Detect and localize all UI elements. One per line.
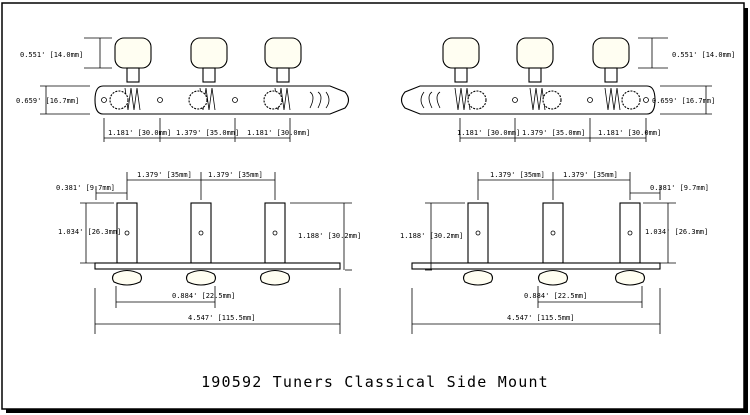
string-post-1 [467, 202, 489, 264]
screw-hole [643, 97, 649, 103]
bottom-left-view: 1.379' [35mm] 1.379' [35mm] 0.381' [9.7m… [56, 171, 361, 334]
drawing-title: 190592 Tuners Classical Side Mount [201, 373, 549, 391]
end-scroll [309, 91, 330, 109]
tuner-key-3 [264, 37, 302, 69]
post-spacing-1-label: 1.379' [35mm] [490, 171, 545, 179]
side-plate [94, 262, 341, 270]
side-key-2 [185, 269, 217, 286]
edge-offset-label: 0.381' [9.7mm] [650, 184, 709, 192]
key-height-label: 0.551' [14.0mm] [672, 51, 735, 59]
side-key-1 [111, 269, 143, 286]
tuner-key-3 [592, 37, 630, 69]
post-height-label: 1.034' [26.3mm] [58, 228, 121, 236]
top-right-view: 0.551' [14.0mm] 0.659' [16.7mm] 1.181' [… [400, 37, 735, 142]
spacing-2-label: 1.379' [35.0mm] [522, 129, 585, 137]
shaft-1 [126, 67, 140, 83]
side-key-1 [462, 269, 494, 286]
gear-3 [263, 90, 283, 110]
side-key-3 [614, 269, 646, 286]
shaft-3 [276, 67, 290, 83]
post-spacing-2-label: 1.379' [35mm] [208, 171, 263, 179]
screw-hole [512, 97, 518, 103]
gear-3 [621, 90, 641, 110]
spacing-1-label: 1.181' [30.0mm] [457, 129, 520, 137]
post-hole [124, 230, 130, 236]
shaft-2 [202, 67, 216, 83]
side-plate [411, 262, 661, 270]
overall-height-label: 1.188' [30.2mm] [400, 232, 463, 240]
post-hole [475, 230, 481, 236]
gear-1 [467, 90, 487, 110]
key-span-label: 0.884' [22.5mm] [524, 292, 587, 300]
side-key-2 [537, 269, 569, 286]
post-hole [198, 230, 204, 236]
base-plate [400, 85, 656, 115]
shaft-2 [528, 67, 542, 83]
spacing-2-label: 1.379' [35.0mm] [176, 129, 239, 137]
gear-2 [542, 90, 562, 110]
screw-hole [157, 97, 163, 103]
string-post-2 [542, 202, 564, 264]
top-left-view: 0.551' [14.0mm] 0.659' [16.7mm] 1.181' [… [16, 37, 350, 142]
spacing-1-label: 1.181' [30.0mm] [108, 129, 171, 137]
string-post-3 [619, 202, 641, 264]
screw-hole [587, 97, 593, 103]
post-hole [272, 230, 278, 236]
key-height-label: 0.551' [14.0mm] [20, 51, 83, 59]
edge-offset-label: 0.381' [9.7mm] [56, 184, 115, 192]
side-key-3 [259, 269, 291, 286]
overall-length-label: 4.547' [115.5mm] [188, 314, 255, 322]
end-scroll [420, 91, 441, 109]
spacing-3-label: 1.181' [30.0mm] [247, 129, 310, 137]
post-height-label: 1.034' [26.3mm] [645, 228, 708, 236]
gear-1 [109, 90, 129, 110]
string-post-2 [190, 202, 212, 264]
tuner-key-1 [114, 37, 152, 69]
key-span-label: 0.884' [22.5mm] [172, 292, 235, 300]
screw-hole [101, 97, 107, 103]
overall-length-label: 4.547' [115.5mm] [507, 314, 574, 322]
screw-hole [232, 97, 238, 103]
overall-height-label: 1.188' [30.2mm] [298, 232, 361, 240]
plate-height-label: 0.659' [16.7mm] [16, 97, 79, 105]
post-hole [627, 230, 633, 236]
shaft-1 [454, 67, 468, 83]
shaft-3 [604, 67, 618, 83]
post-spacing-1-label: 1.379' [35mm] [137, 171, 192, 179]
post-hole [550, 230, 556, 236]
plate-height-label: 0.659' [16.7mm] [652, 97, 715, 105]
bottom-right-view: 1.379' [35mm] 1.379' [35mm] 0.381' [9.7m… [400, 171, 709, 334]
string-post-3 [264, 202, 286, 264]
post-spacing-2-label: 1.379' [35mm] [563, 171, 618, 179]
tuner-key-1 [442, 37, 480, 69]
spacing-3-label: 1.181' [30.0mm] [598, 129, 661, 137]
worm-springs [454, 87, 621, 111]
tuner-key-2 [190, 37, 228, 69]
base-plate [94, 85, 350, 115]
tuner-key-2 [516, 37, 554, 69]
gear-2 [188, 90, 208, 110]
